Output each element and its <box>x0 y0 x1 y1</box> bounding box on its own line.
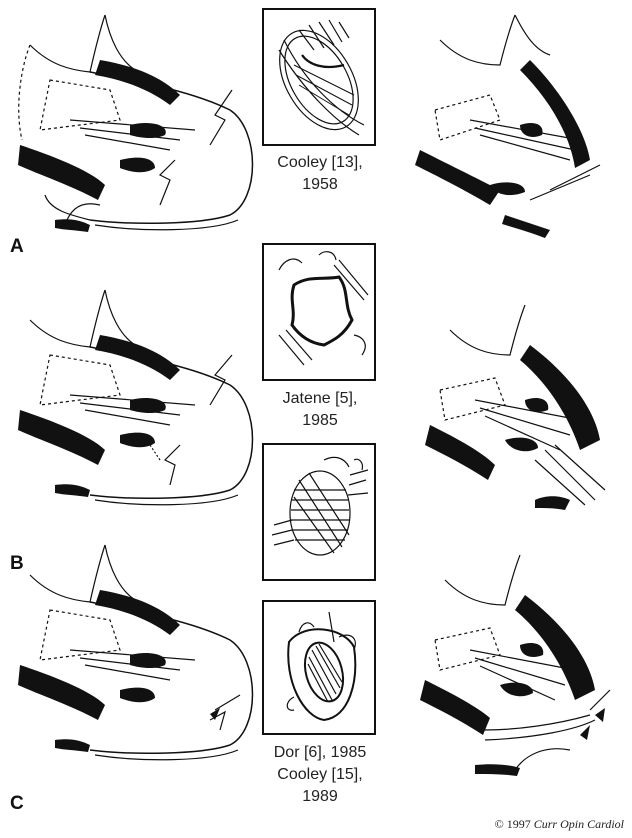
panel-c-left-heart-diagram <box>10 540 270 785</box>
panel-b-inset-lower-patch-drawing <box>262 443 376 581</box>
panel-b-inset-upper-suture-drawing <box>262 243 376 381</box>
panel-c-year: 1989 <box>240 786 400 808</box>
panel-c-label: C <box>10 793 24 815</box>
suture-patch-icon <box>264 10 374 144</box>
panel-c-author-dor: Dor [6], 1985 <box>240 742 400 764</box>
panel-b-left-heart-diagram <box>10 285 270 530</box>
copyright-year: © 1997 <box>495 817 531 831</box>
panel-c-author-cooley: Cooley [15], <box>240 764 400 786</box>
panel-a-inset-suture-drawing <box>262 8 376 146</box>
panel-a-label: A <box>10 236 24 258</box>
panel-b-year: 1985 <box>250 410 390 432</box>
panel-b-right-heart-diagram <box>420 300 625 515</box>
panel-b-author: Jatene [5], <box>250 388 390 410</box>
purse-string-suture-icon <box>264 245 374 379</box>
panel-a-left-heart-diagram <box>10 10 270 260</box>
panel-a-caption: Cooley [13], 1958 <box>250 152 390 196</box>
panel-c-right-heart-diagram <box>415 550 625 785</box>
endoventricular-patch-icon <box>264 602 374 733</box>
panel-c-caption: Dor [6], 1985 Cooley [15], 1989 <box>240 742 400 808</box>
panel-b-caption: Jatene [5], 1985 <box>250 388 390 432</box>
copyright-journal: Curr Opin Cardiol <box>534 817 624 831</box>
panel-a-author: Cooley [13], <box>250 152 390 174</box>
panel-c-inset-endoventricular-patch-drawing <box>262 600 376 735</box>
panel-a-right-heart-diagram <box>410 10 625 240</box>
copyright-notice: © 1997 Curr Opin Cardiol <box>495 817 624 832</box>
panel-a-year: 1958 <box>250 174 390 196</box>
patch-graft-icon <box>264 445 374 579</box>
